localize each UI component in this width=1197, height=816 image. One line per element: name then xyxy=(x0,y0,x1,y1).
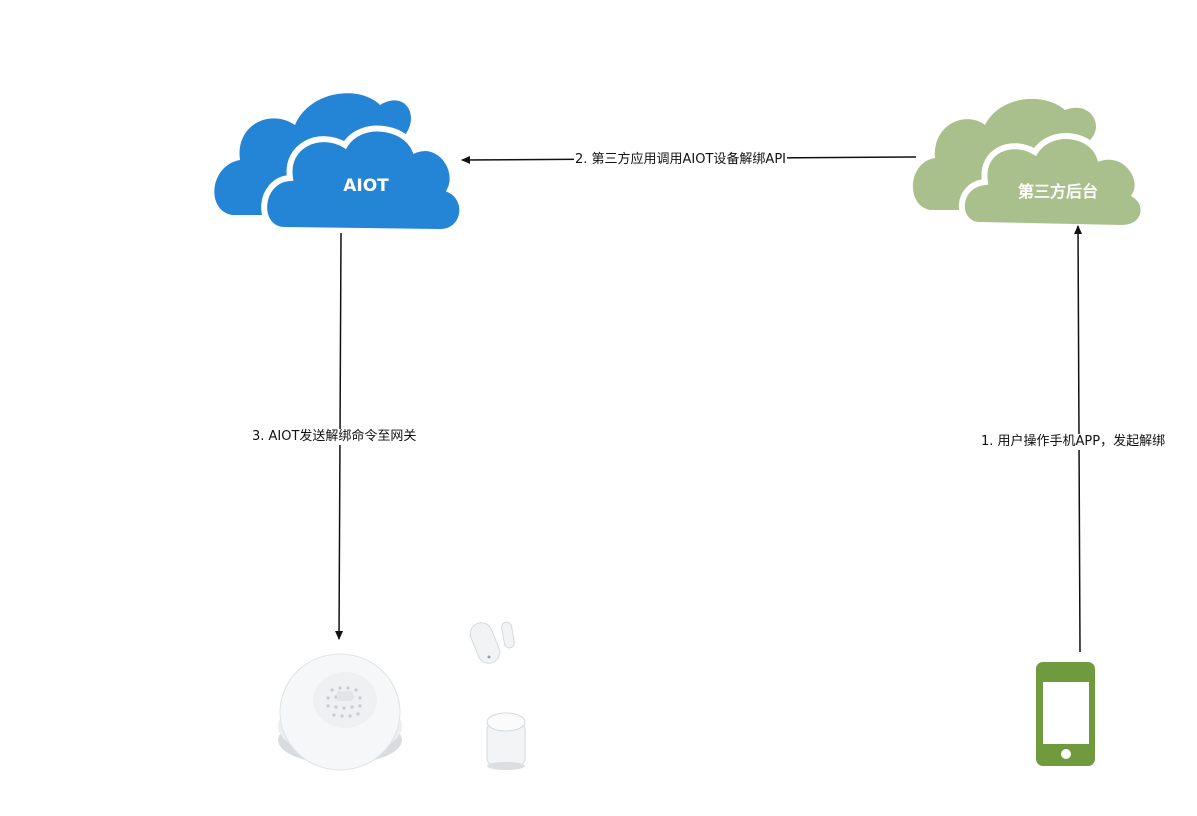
gateway-device-icon xyxy=(278,653,402,771)
smartphone-icon xyxy=(1036,662,1095,766)
edge-step1-label: 1. 用户操作手机APP，发起解绑 xyxy=(980,434,1167,450)
third-party-cloud-label: 第三方后台 xyxy=(1017,182,1098,201)
edge-step2-label: 2. 第三方应用调用AIOT设备解绑API xyxy=(574,152,788,168)
aiot-cloud-label: AIOT xyxy=(343,176,389,196)
edge-step3-label: 3. AIOT发送解绑命令至网关 xyxy=(251,429,418,445)
motion-sensor-icon xyxy=(486,712,526,770)
third-party-cloud-icon xyxy=(912,98,1147,232)
aiot-cloud-icon xyxy=(214,93,466,236)
door-window-sensor-icon xyxy=(469,621,515,664)
